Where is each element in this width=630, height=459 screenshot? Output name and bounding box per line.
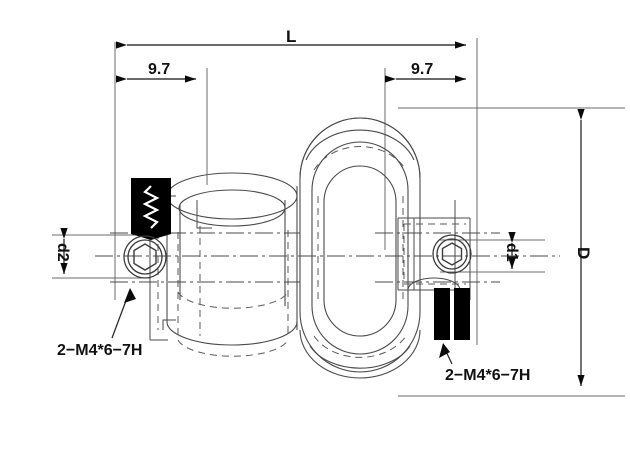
- left-socket-inner-circle: [127, 239, 163, 275]
- oval-hidden-bottom: [313, 335, 407, 358]
- left-hidden-bottom-arc: [177, 339, 289, 357]
- right-socket-hexagon: [441, 242, 463, 266]
- left-cylinder-hidden-lines: [157, 226, 289, 357]
- left-bore-top-ellipse: [178, 189, 286, 227]
- leader-left-arrowhead: [124, 288, 136, 303]
- leader-right-arrowhead: [439, 343, 450, 358]
- annotation-right-thread: 2−M4*6−7H: [445, 367, 531, 384]
- annotation-left-thread: 2−M4*6−7H: [57, 342, 143, 359]
- oval-hidden-top: [313, 146, 407, 171]
- leader-arrowheads: [124, 288, 450, 358]
- left-screw-section: [131, 178, 171, 240]
- left-slot-step-bottom: [162, 319, 176, 330]
- dimension-label-right-width: 9.7: [411, 61, 434, 78]
- right-screw-fill-b: [454, 288, 470, 340]
- left-socket-hexagon: [133, 243, 157, 271]
- right-clamp-hidden-lines: [403, 223, 466, 285]
- right-block-arc: [407, 277, 461, 291]
- oval-top-cap: [299, 117, 421, 179]
- left-screw-thread-profile: [142, 185, 160, 229]
- oval-top-proj-a: [305, 129, 415, 161]
- dimension-label-d1: d1: [503, 243, 520, 262]
- right-socket-inner-circle: [436, 238, 468, 270]
- dimension-label-D: D: [574, 247, 593, 260]
- right-screw-fill-a: [434, 288, 450, 340]
- dimension-label-L: L: [286, 27, 297, 46]
- oval-bottom-proj-a: [299, 329, 421, 379]
- oval-inner-bore: [323, 165, 397, 337]
- right-screw-section: [434, 288, 470, 340]
- left-socket-outer-circle: [123, 235, 167, 279]
- oval-rim-profile: [311, 141, 409, 355]
- left-cylinder-body: [166, 172, 298, 346]
- dimension-lines: [60, 41, 585, 386]
- left-cyl-top-ellipse: [166, 172, 298, 220]
- extension-lines: [52, 38, 625, 397]
- dimension-label-left-width: 9.7: [148, 61, 171, 78]
- oval-bottom-proj-b: [309, 345, 411, 369]
- right-hex-socket-head: [432, 234, 472, 274]
- left-cyl-bottom-arc: [166, 321, 298, 346]
- dimension-label-d2: d2: [54, 243, 71, 262]
- left-slot-notch: [196, 200, 212, 229]
- left-hex-socket-head: [123, 235, 167, 279]
- left-hidden-mid-arc: [177, 291, 289, 309]
- center-oval-clamp: [299, 117, 421, 379]
- center-oval-hidden-lines: [313, 146, 407, 358]
- right-socket-outer-circle: [432, 234, 472, 274]
